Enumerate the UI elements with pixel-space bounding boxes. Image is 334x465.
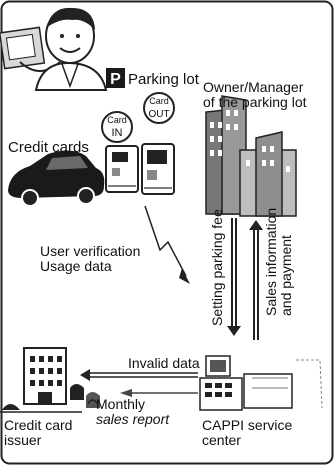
fee-arrow (227, 218, 241, 336)
parking-lot-label: Parking lot (128, 71, 199, 88)
card-in-icon: Card IN (101, 111, 133, 143)
owner-buildings-icon (205, 95, 297, 217)
user-verification-line1: User verification (40, 243, 141, 259)
parking-sign-icon: P (106, 68, 125, 88)
card-issuer-line2: issuer (4, 431, 42, 448)
card-in-line1: Card (107, 115, 127, 125)
card-issuer-line1: Credit card (4, 417, 73, 433)
cappi-line2: center (202, 431, 241, 448)
card-out-icon: Card OUT (143, 92, 175, 124)
sales-report-label: sales report (96, 410, 170, 427)
sales-arrow (249, 220, 263, 340)
invalid-data-arrow (80, 369, 198, 381)
card-out-line1: Card (149, 96, 169, 106)
sales-report-arrow (87, 389, 198, 405)
card-issuer-building-icon (0, 347, 82, 413)
monthly-report-label: Monthly sales report (96, 397, 169, 426)
setting-fee-label: Setting parking fee (209, 209, 225, 326)
driver-illustration (0, 7, 108, 91)
owner-label-line1: Owner/Manager (203, 79, 304, 95)
monthly-label: Monthly (96, 396, 146, 412)
lightning-arrow (144, 205, 190, 284)
user-verification-label: User verification Usage data (40, 244, 140, 273)
owner-label: Owner/Manager of the parking lot (203, 80, 307, 109)
cappi-label: CAPPI service center (202, 418, 292, 447)
card-issuer-label: Credit card issuer (4, 418, 72, 447)
sales-info-label: Sales information and payment (263, 207, 294, 316)
sales-info-line1: Sales information (263, 207, 279, 316)
card-in-line2: IN (112, 127, 123, 139)
card-out-line2: OUT (148, 109, 169, 120)
cappi-computer-icon (199, 355, 323, 411)
cappi-line1: CAPPI service (202, 417, 293, 433)
car-icon (8, 150, 105, 207)
parking-sign-letter: P (110, 71, 121, 88)
invalid-data-label: Invalid data (128, 355, 200, 371)
owner-label-line2: of the parking lot (203, 93, 307, 110)
user-verification-line2: Usage data (40, 257, 112, 274)
parking-machines-icon (105, 143, 175, 195)
credit-cards-label: Credit cards (8, 139, 89, 156)
sales-info-line2: and payment (277, 235, 294, 316)
